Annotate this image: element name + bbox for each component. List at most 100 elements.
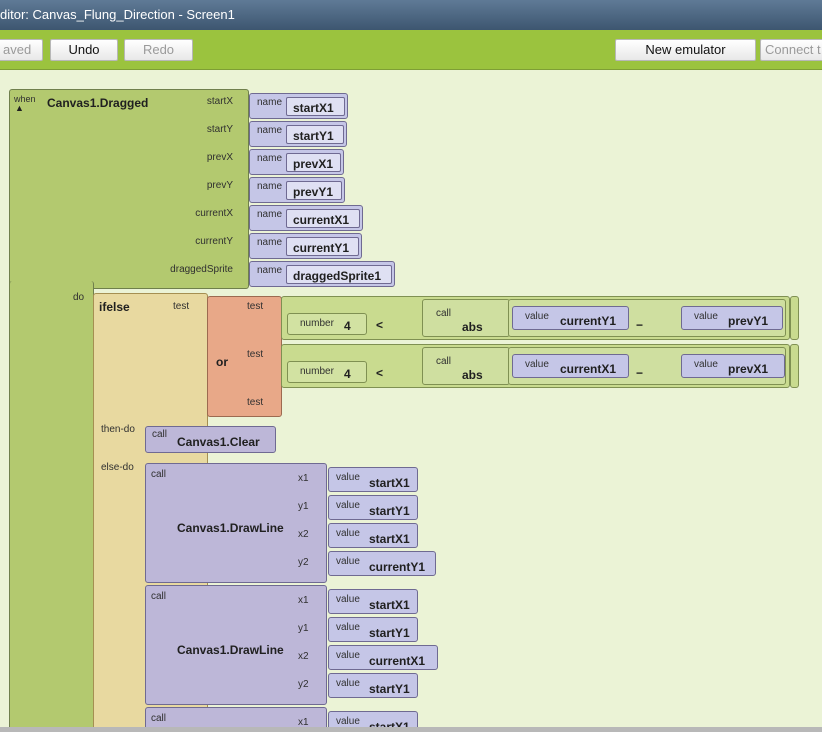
- clear-call-name: Canvas1.Clear: [177, 435, 260, 449]
- less-than-operator: <: [376, 318, 384, 332]
- arg-value-block-x2[interactable]: value startX1: [328, 523, 418, 548]
- or-test-label-1: test: [247, 301, 264, 312]
- value-text: currentX1: [369, 654, 426, 668]
- param-label-prevX: prevX: [206, 152, 233, 163]
- param-name-label: name: [257, 153, 283, 164]
- param-label-startY: startY: [206, 124, 233, 135]
- value-text: startX1: [369, 476, 410, 490]
- value-label: value: [525, 359, 549, 370]
- arg-value-block-y2[interactable]: value currentY1: [328, 551, 436, 576]
- window-title: ditor: Canvas_Flung_Direction - Screen1: [0, 7, 235, 22]
- arg-value-block-x1[interactable]: value startX1: [328, 467, 418, 492]
- value-text: startX1: [369, 532, 410, 546]
- arg-value-block-y1[interactable]: value startY1: [328, 617, 418, 642]
- status-bar: [0, 727, 822, 732]
- value-text: currentY1: [560, 314, 617, 328]
- param-name-block-startX[interactable]: name startX1: [249, 93, 348, 119]
- redo-button[interactable]: Redo: [124, 39, 193, 61]
- param-name-label: name: [257, 97, 283, 108]
- drawline-call-block-1[interactable]: [145, 463, 327, 583]
- param-name-label: name: [257, 181, 283, 192]
- new-emulator-button[interactable]: New emulator: [615, 39, 756, 61]
- blocks-workspace[interactable]: when ▲ Canvas1.Dragged do startX name st…: [0, 71, 822, 732]
- param-value: startY1: [293, 129, 334, 143]
- param-value-field[interactable]: currentX1: [286, 209, 360, 228]
- param-name-block-currentY[interactable]: name currentY1: [249, 233, 362, 259]
- param-value: draggedSprite1: [293, 269, 382, 283]
- param-name-block-prevX[interactable]: name prevX1: [249, 149, 344, 175]
- less-than-operator: <: [376, 366, 384, 380]
- abs-fn-name: abs: [462, 368, 483, 382]
- arg-value-block-x1[interactable]: value startX1: [328, 589, 418, 614]
- value-label: value: [336, 556, 360, 567]
- or-test-label-2: test: [247, 349, 264, 360]
- abs-call-block-1[interactable]: call abs: [422, 299, 510, 337]
- param-value-field[interactable]: prevX1: [286, 153, 341, 172]
- value-label: value: [336, 528, 360, 539]
- saved-button[interactable]: aved: [0, 39, 43, 61]
- connect-button[interactable]: Connect t: [760, 39, 822, 61]
- arg-label-y1: y1: [298, 501, 309, 512]
- drawline-call-name: Canvas1.DrawLine: [177, 521, 284, 535]
- or-label: or: [216, 355, 228, 369]
- param-name-block-currentX[interactable]: name currentX1: [249, 205, 363, 231]
- drawline-call-label: call: [151, 591, 167, 602]
- param-label-currentY: currentY: [195, 236, 233, 247]
- value-text: startY1: [369, 682, 410, 696]
- event-block-do-body: [9, 281, 94, 732]
- number-block-2[interactable]: number 4: [287, 361, 367, 383]
- minus-operator: −: [636, 318, 644, 332]
- number-block-1[interactable]: number 4: [287, 313, 367, 335]
- collapse-arrow-icon[interactable]: ▲: [15, 103, 24, 113]
- arg-value-block-x2[interactable]: value currentX1: [328, 645, 438, 670]
- event-block-canvas-dragged[interactable]: [9, 89, 249, 289]
- value-label: value: [336, 650, 360, 661]
- arg-value-block-y1[interactable]: value startY1: [328, 495, 418, 520]
- value-text: prevY1: [728, 314, 769, 328]
- compare-block-edge-1: [790, 296, 799, 340]
- arg-label-x2: x2: [298, 529, 309, 540]
- compare-block-edge-2: [790, 344, 799, 388]
- abs-call-label: call: [436, 308, 452, 319]
- param-value-field[interactable]: startX1: [286, 97, 345, 116]
- value-block-right-1[interactable]: value prevY1: [681, 306, 783, 330]
- arg-label-y1: y1: [298, 623, 309, 634]
- or-block[interactable]: [207, 296, 282, 417]
- drawline-call-block-2[interactable]: [145, 585, 327, 705]
- param-value: startX1: [293, 101, 334, 115]
- param-name-block-prevY[interactable]: name prevY1: [249, 177, 345, 203]
- minus-operator: −: [636, 366, 644, 380]
- value-label: value: [336, 622, 360, 633]
- param-value: currentX1: [293, 213, 350, 227]
- value-label: value: [525, 311, 549, 322]
- param-label-currentX: currentX: [195, 208, 233, 219]
- param-label-prevY: prevY: [206, 180, 233, 191]
- abs-call-block-2[interactable]: call abs: [422, 347, 510, 385]
- param-name-label: name: [257, 237, 283, 248]
- param-value-field[interactable]: prevY1: [286, 181, 342, 200]
- param-name-block-startY[interactable]: name startY1: [249, 121, 347, 147]
- undo-button[interactable]: Undo: [50, 39, 118, 61]
- number-value: 4: [344, 319, 351, 333]
- param-value-field[interactable]: draggedSprite1: [286, 265, 392, 284]
- abs-call-label: call: [436, 356, 452, 367]
- value-block-left-2[interactable]: value currentX1: [512, 354, 629, 378]
- value-label: value: [336, 678, 360, 689]
- param-name-block-draggedSprite[interactable]: name draggedSprite1: [249, 261, 395, 287]
- param-value-field[interactable]: currentY1: [286, 237, 359, 256]
- value-block-right-2[interactable]: value prevX1: [681, 354, 785, 378]
- number-label: number: [300, 366, 334, 377]
- value-block-left-1[interactable]: value currentY1: [512, 306, 629, 330]
- arg-label-x1: x1: [298, 473, 309, 484]
- arg-value-block-y2[interactable]: value startY1: [328, 673, 418, 698]
- drawline-call-name: Canvas1.DrawLine: [177, 643, 284, 657]
- arg-label-y2: y2: [298, 679, 309, 690]
- param-value-field[interactable]: startY1: [286, 125, 344, 144]
- param-name-label: name: [257, 265, 283, 276]
- param-name-label: name: [257, 125, 283, 136]
- or-test-label-3: test: [247, 397, 264, 408]
- param-label-draggedSprite: draggedSprite: [170, 264, 233, 275]
- arg-label-x1: x1: [298, 717, 309, 728]
- canvas-clear-call-block[interactable]: [145, 426, 276, 453]
- when-label: when: [14, 94, 36, 104]
